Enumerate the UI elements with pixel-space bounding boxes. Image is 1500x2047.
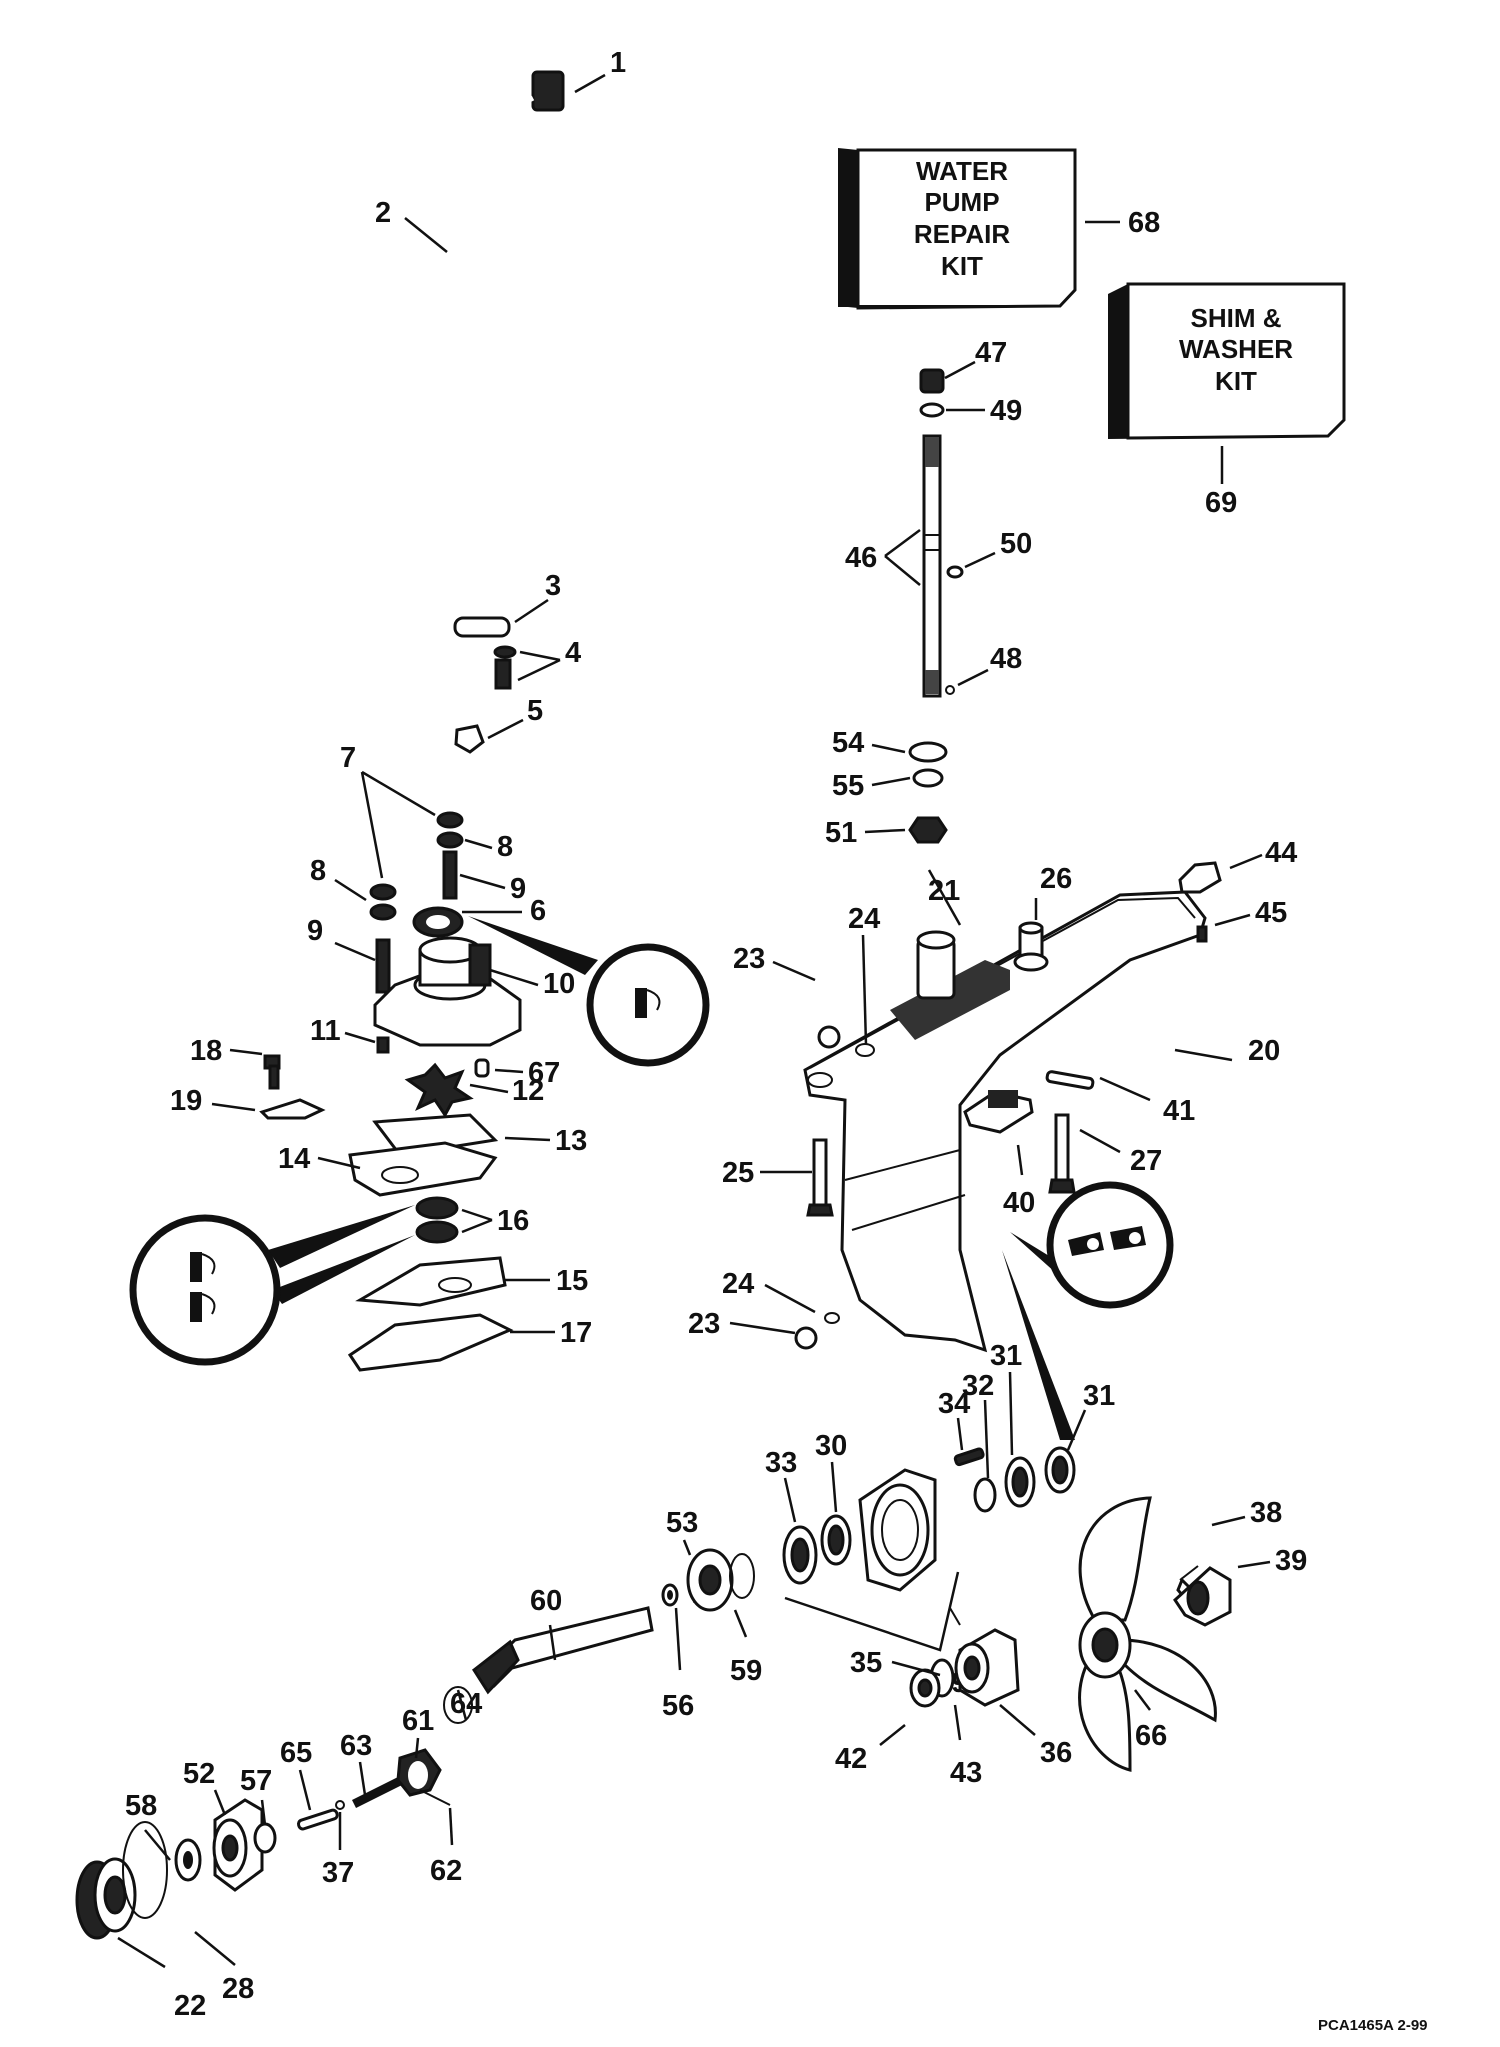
callout-31b: 31 — [1083, 1380, 1115, 1412]
callout-2: 2 — [375, 197, 391, 229]
callout-54: 54 — [832, 727, 864, 759]
callout-8a: 8 — [497, 831, 513, 863]
callout-36: 36 — [1040, 1737, 1072, 1769]
callout-39: 39 — [1275, 1545, 1307, 1577]
callout-49: 49 — [990, 395, 1022, 427]
callout-40: 40 — [1003, 1187, 1035, 1219]
callout-41: 41 — [1163, 1095, 1195, 1127]
callout-32: 32 — [962, 1370, 994, 1402]
callout-23b: 23 — [688, 1308, 720, 1340]
kit-shim-line-2: WASHER — [1179, 334, 1293, 364]
shim-washer-kit-box: SHIM & WASHER KIT — [1107, 282, 1346, 440]
callout-47: 47 — [975, 337, 1007, 369]
callout-13: 13 — [555, 1125, 587, 1157]
gearcase-housing — [794, 861, 1222, 1353]
callout-15: 15 — [556, 1265, 588, 1297]
callout-17: 17 — [560, 1317, 592, 1349]
callout-61: 61 — [402, 1705, 434, 1737]
kit-shim-line-1: SHIM & — [1191, 303, 1282, 333]
callout-44: 44 — [1265, 837, 1297, 869]
callout-45: 45 — [1255, 897, 1287, 929]
callout-38: 38 — [1250, 1497, 1282, 1529]
callout-63: 63 — [340, 1730, 372, 1762]
callout-6: 6 — [530, 895, 546, 927]
water-pump-stack — [259, 811, 522, 1372]
callout-52: 52 — [183, 1758, 215, 1790]
callout-1: 1 — [610, 47, 626, 79]
callout-60: 60 — [530, 1585, 562, 1617]
water-pump-repair-kit-box: WATER PUMP REPAIR KIT — [838, 148, 1077, 310]
callout-3: 3 — [545, 570, 561, 602]
callout-18: 18 — [190, 1035, 222, 1067]
callout-64: 64 — [450, 1688, 482, 1720]
callout-11: 11 — [310, 1015, 341, 1047]
callout-22: 22 — [174, 1990, 206, 2022]
callout-19: 19 — [170, 1085, 202, 1117]
callout-4: 4 — [565, 637, 581, 669]
propeller-assembly — [1078, 1496, 1232, 1772]
kit-shim-line-3: KIT — [1215, 366, 1257, 396]
callout-5: 5 — [527, 695, 543, 727]
callout-65: 65 — [280, 1737, 312, 1769]
kit-water-line-2: PUMP — [924, 187, 999, 217]
callout-58: 58 — [125, 1790, 157, 1822]
forward-gear-assembly — [75, 1748, 451, 1940]
callout-10: 10 — [543, 968, 575, 1000]
callout-55: 55 — [832, 770, 864, 802]
callout-34: 34 — [938, 1388, 970, 1420]
callout-48: 48 — [990, 643, 1022, 675]
callout-25: 25 — [722, 1157, 754, 1189]
callout-69: 69 — [1205, 487, 1237, 519]
callout-9b: 9 — [307, 915, 323, 947]
callout-8b: 8 — [310, 855, 326, 887]
callout-37: 37 — [322, 1857, 354, 1889]
callout-30: 30 — [815, 1430, 847, 1462]
callout-57: 57 — [240, 1765, 272, 1797]
callout-23a: 23 — [733, 943, 765, 975]
callout-62: 62 — [430, 1855, 462, 1887]
callout-28: 28 — [222, 1973, 254, 2005]
callout-24a: 24 — [848, 903, 880, 935]
callout-50: 50 — [1000, 528, 1032, 560]
kit-water-line-1: WATER — [916, 156, 1008, 186]
callout-20: 20 — [1248, 1035, 1280, 1067]
callout-24b: 24 — [722, 1268, 754, 1300]
callout-35: 35 — [850, 1647, 882, 1679]
callout-56: 56 — [662, 1690, 694, 1722]
callout-67: 67 — [528, 1057, 560, 1089]
callout-68: 68 — [1128, 207, 1160, 239]
callout-21: 21 — [928, 875, 960, 907]
seal-detail-circle-upper — [468, 916, 710, 1067]
callout-14: 14 — [278, 1143, 310, 1175]
callout-43: 43 — [950, 1757, 982, 1789]
callout-31a: 31 — [990, 1340, 1022, 1372]
figure-code: PCA1465A 2-99 — [1318, 2017, 1428, 2034]
callout-9a: 9 — [510, 873, 526, 905]
callout-53: 53 — [666, 1507, 698, 1539]
seal-detail-circle-lower — [129, 1205, 415, 1366]
propshaft-gear-clutch — [443, 1548, 1020, 1724]
callout-46: 46 — [845, 542, 877, 574]
callout-16: 16 — [497, 1205, 529, 1237]
bearing-carrier-assembly — [782, 1181, 1174, 1592]
callout-59: 59 — [730, 1655, 762, 1687]
callout-33: 33 — [765, 1447, 797, 1479]
shift-rod-assembly — [908, 368, 964, 844]
callout-12: 12 — [512, 1075, 544, 1107]
callout-26: 26 — [1040, 863, 1072, 895]
kit-water-line-3: REPAIR — [914, 219, 1011, 249]
water-tube-assembly — [452, 70, 565, 754]
callout-51: 51 — [825, 817, 857, 849]
kit-water-line-4: KIT — [941, 251, 983, 281]
callout-42: 42 — [835, 1743, 867, 1775]
callout-7: 7 — [340, 742, 356, 774]
callout-27: 27 — [1130, 1145, 1162, 1177]
callout-66: 66 — [1135, 1720, 1167, 1752]
